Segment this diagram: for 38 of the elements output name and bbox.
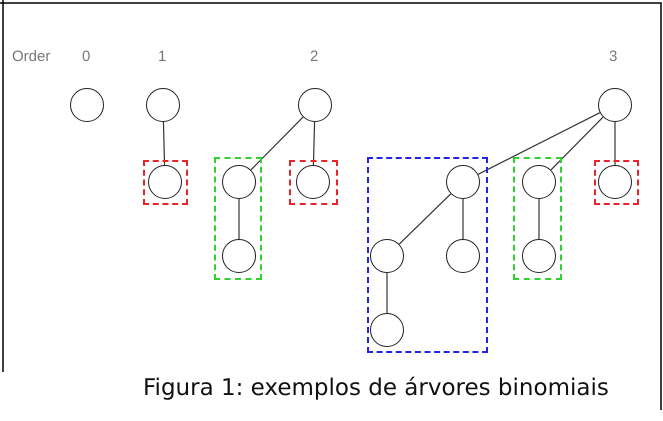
tree-edge-line (238, 199, 240, 239)
tree-edge-line (312, 122, 316, 166)
tree-edge-line (250, 116, 304, 170)
tree-node-circle (298, 88, 332, 122)
tree-node-circle (522, 165, 556, 199)
dashed-group-box (214, 157, 262, 280)
tree-edge-line (478, 112, 600, 175)
order-number: 1 (158, 48, 166, 66)
tree-edge-line (550, 116, 604, 170)
tree-node-circle (222, 165, 256, 199)
order-number: 0 (82, 48, 90, 66)
tree-node-circle (598, 165, 632, 199)
tree-node-circle (222, 239, 256, 273)
tree-edge-line (386, 273, 388, 313)
dashed-group-box (143, 160, 188, 205)
tree-node-circle (446, 239, 480, 273)
tree-node-circle (370, 313, 404, 347)
tree-node-circle (446, 165, 480, 199)
tree-edge-line (538, 199, 540, 239)
dashed-group-box (513, 157, 562, 280)
dashed-group-box (594, 160, 639, 205)
tree-edge-line (614, 122, 616, 165)
figure-caption: Figura 1: exemplos de árvores binomiais (143, 375, 609, 401)
tree-node-circle (522, 239, 556, 273)
tree-node-circle (70, 88, 104, 122)
dashed-group-box (367, 157, 488, 353)
tree-node-circle (296, 165, 330, 199)
order-number: 3 (609, 48, 618, 66)
tree-edge-line (162, 122, 166, 166)
dashed-group-box (289, 160, 338, 205)
tree-node-circle (146, 88, 180, 122)
tree-node-circle (370, 239, 404, 273)
axis-label: Order (12, 48, 50, 66)
tree-edge-line (462, 199, 464, 239)
tree-node-circle (148, 165, 182, 199)
order-number: 2 (310, 48, 318, 66)
tree-node-circle (598, 88, 632, 122)
tree-edge-line (398, 193, 452, 245)
